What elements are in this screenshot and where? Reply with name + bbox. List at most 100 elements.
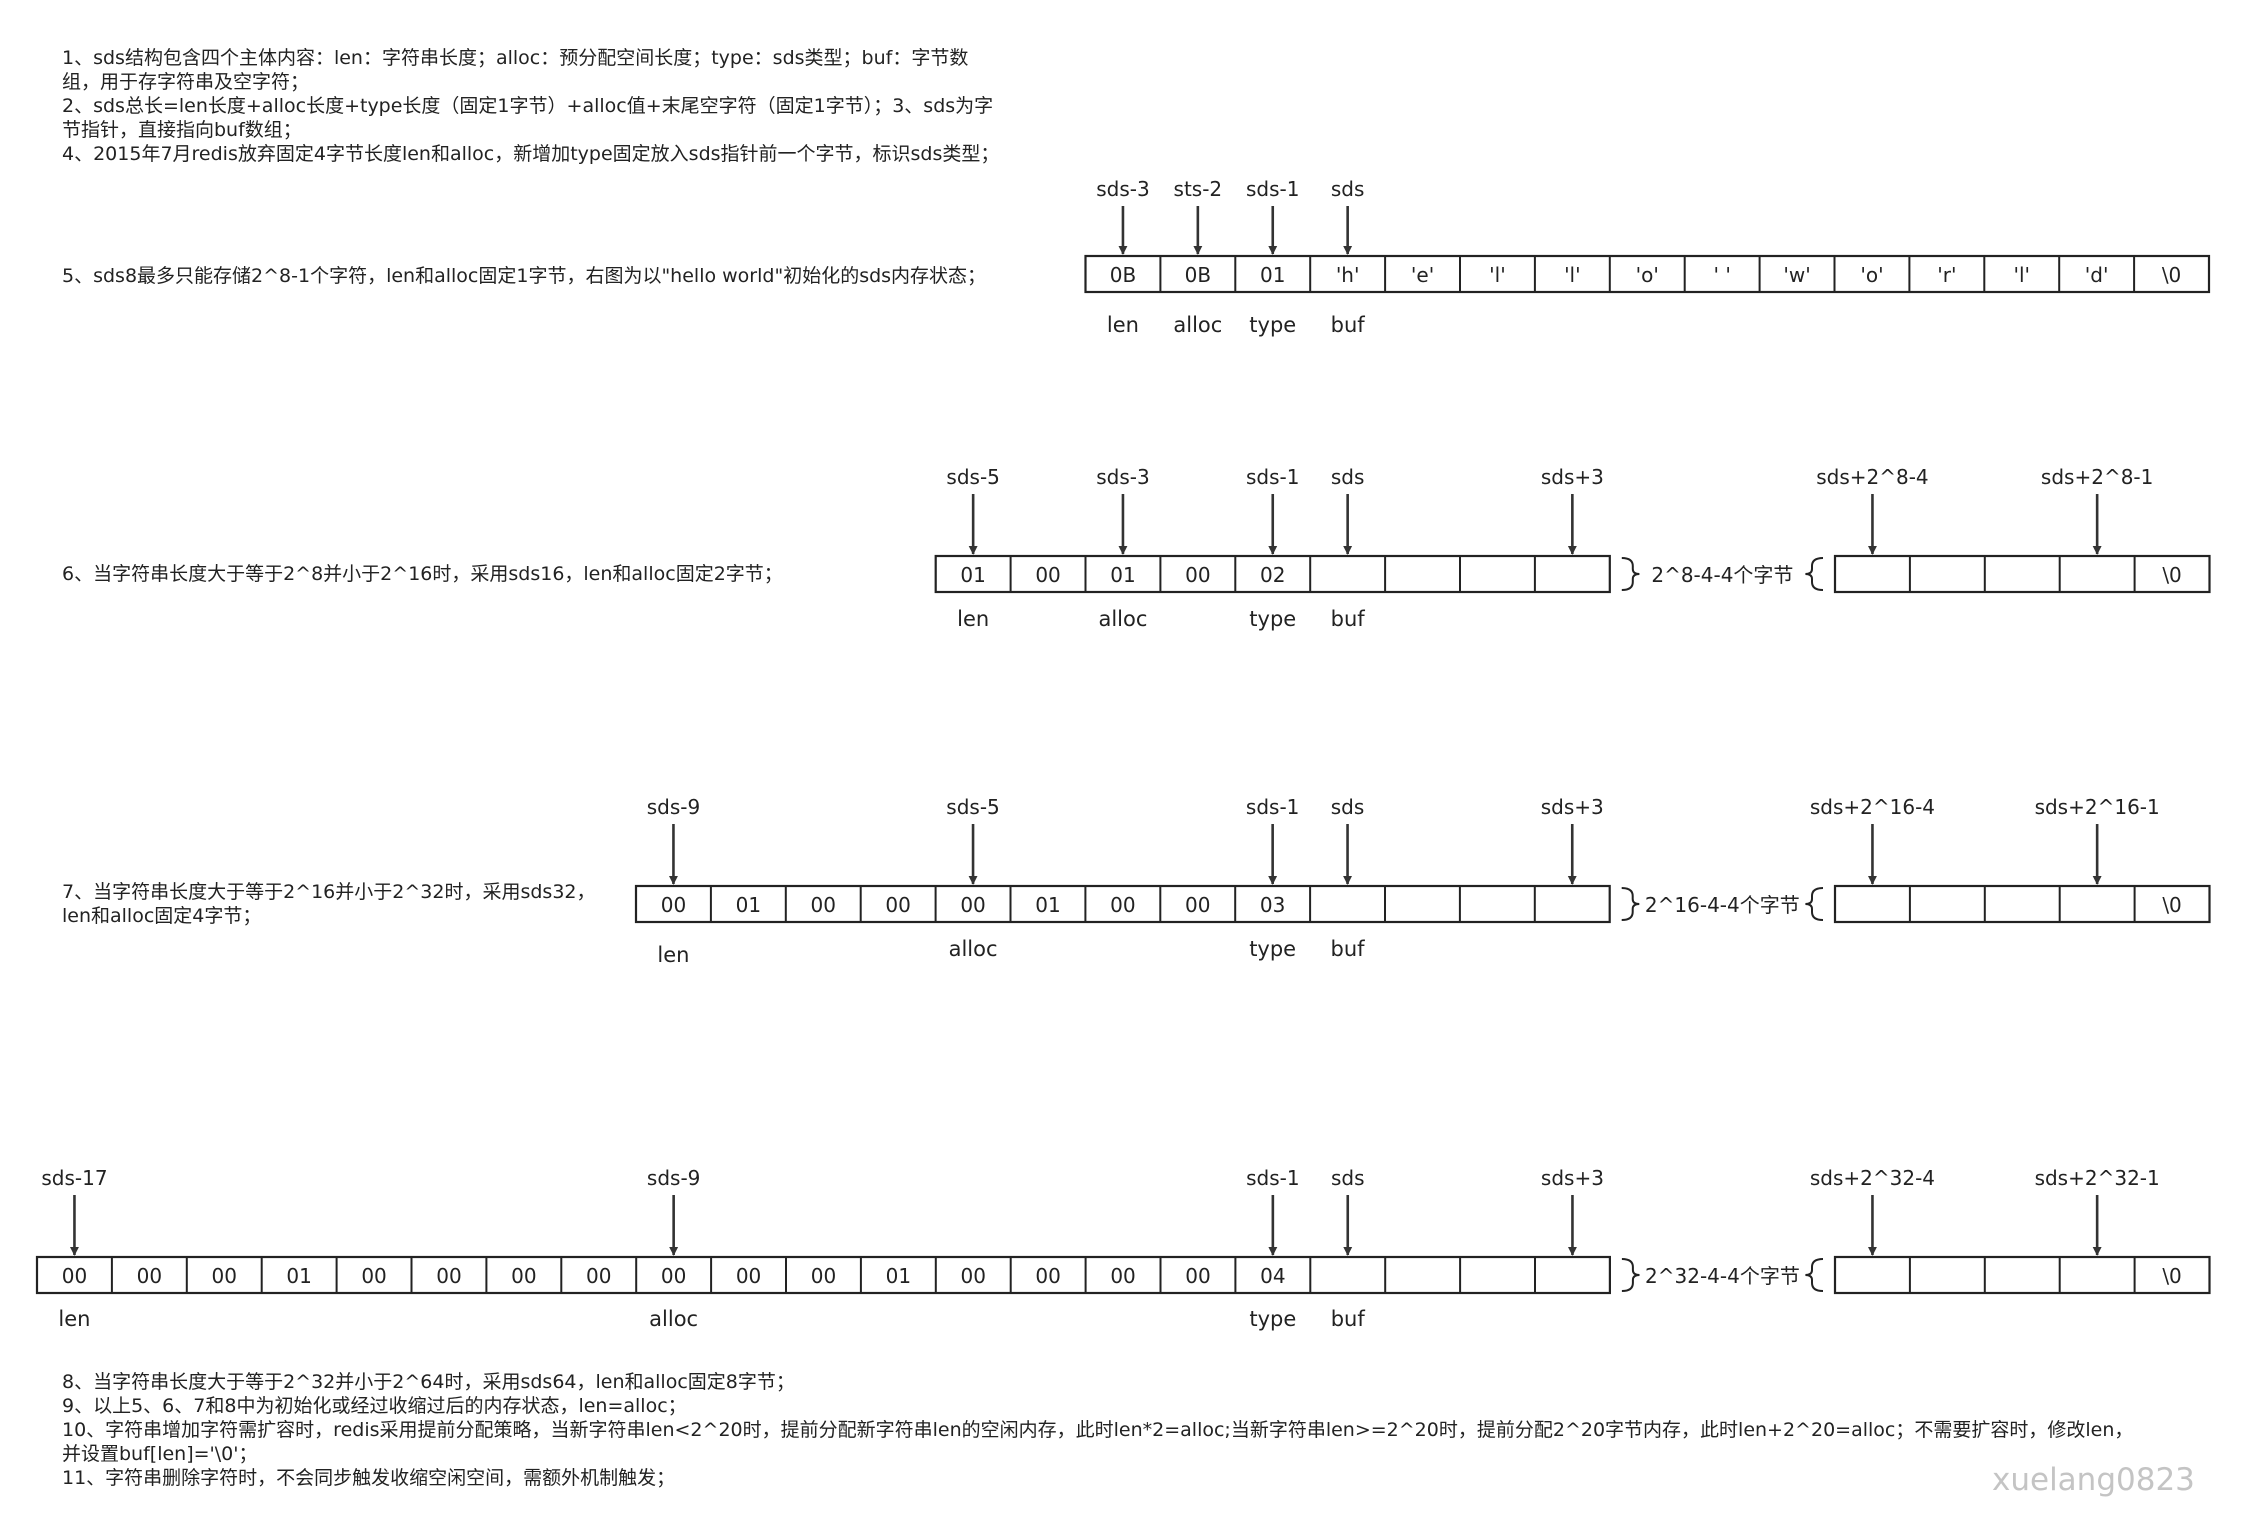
sds8-pointer-label: sds-3 (1096, 177, 1149, 201)
sds8-cell: 0B (1110, 263, 1136, 287)
sds32-pointer-label: sds+2^16-4 (1810, 795, 1935, 819)
sds32-gap-brace-left (1621, 887, 1640, 921)
sds16-gap-brace-left (1621, 557, 1640, 591)
sds64-field-label: alloc (649, 1307, 698, 1331)
sds64-cell: 00 (511, 1264, 536, 1288)
sds32-cell: 00 (1185, 893, 1210, 917)
sds64-pointer-label: sds+2^32-1 (2035, 1166, 2160, 1190)
sds32-pointer-label: sds+2^16-1 (2035, 795, 2160, 819)
sds16-pointer-label: sds+3 (1541, 465, 1604, 489)
sds64-cell: 04 (1260, 1264, 1285, 1288)
sds64-cell: 00 (961, 1264, 986, 1288)
sds8-cell: 'w' (1783, 263, 1810, 287)
sds64-pointer-label: sds+2^32-4 (1810, 1166, 1935, 1190)
sds16-field-label: len (957, 607, 989, 631)
sds16-cell: 00 (1035, 563, 1060, 587)
sds64-tail-cell: \0 (2162, 1264, 2181, 1288)
sds32-field-label: buf (1331, 937, 1366, 961)
sds16-gap-brace-right (1805, 557, 1824, 591)
sds32-gap-brace-right (1805, 887, 1824, 921)
sds32-cell: 00 (811, 893, 836, 917)
note-2: 2、sds总长=len长度+alloc长度+type长度（固定1字节）+allo… (62, 95, 994, 141)
sds64-gap-label: 2^32-4-4个字节 (1645, 1264, 1800, 1288)
sds64-frame (35, 1255, 1612, 1295)
sds16-pointer-label: sds-3 (1096, 465, 1149, 489)
sds8-pointer-label: sds-1 (1246, 177, 1299, 201)
sds8-field-label: alloc (1173, 313, 1222, 337)
sds32-pointer-label: sds+3 (1541, 795, 1604, 819)
sds32-tail-frame (1833, 884, 2211, 924)
sds8-field-label: type (1249, 313, 1296, 337)
sds64-cell: 00 (212, 1264, 237, 1288)
sds64-pointer-label: sds (1331, 1166, 1365, 1190)
sds8-cell: 'r' (1937, 263, 1956, 287)
note-10: 10、字符串增加字符需扩容时，redis采用提前分配策略，当新字符串len<2^… (62, 1419, 2134, 1465)
sds32-cell: 03 (1260, 893, 1285, 917)
sds32-frame (634, 884, 1611, 924)
sds32-pointer-label: sds-9 (647, 795, 700, 819)
sds32-cell: 00 (1110, 893, 1135, 917)
sds8-cell: 'l' (1489, 263, 1506, 287)
sds64-cell: 00 (661, 1264, 686, 1288)
sds64-pointer-label: sds+3 (1541, 1166, 1604, 1190)
sds8-cell: 01 (1260, 263, 1285, 287)
sds64-gap-brace-left (1621, 1258, 1640, 1292)
sds16-cell: 02 (1260, 563, 1285, 587)
watermark: xuelang0823 (1992, 1462, 2195, 1498)
sds32-pointer-label: sds (1331, 795, 1365, 819)
sds8-cell: 'e' (1411, 263, 1434, 287)
note-4: 4、2015年7月redis放弃固定4字节长度len和alloc，新增加type… (62, 143, 1000, 165)
note-7: 7、当字符串长度大于等于2^16并小于2^32时，采用sds32， len和al… (62, 881, 596, 927)
sds64-cell: 00 (811, 1264, 836, 1288)
sds32-field-label: alloc (949, 937, 998, 961)
note-5: 5、sds8最多只能存储2^8-1个字符，len和alloc固定1字节，右图为以… (62, 265, 987, 287)
sds16-pointer-label: sds+2^8-4 (1816, 465, 1928, 489)
sds32-cell: 01 (1035, 893, 1060, 917)
sds8-field-label: len (1107, 313, 1139, 337)
sds32-cell: 00 (885, 893, 910, 917)
sds8-field-label: buf (1331, 313, 1366, 337)
sds8-cell: \0 (2162, 263, 2181, 287)
sds8-cell: 'l' (1564, 263, 1581, 287)
sds32-pointer-label: sds-5 (946, 795, 999, 819)
sds16-cell: 01 (1110, 563, 1135, 587)
sds32-cell: 00 (960, 893, 985, 917)
sds16-cell: 00 (1185, 563, 1210, 587)
sds8-cell: 'd' (2085, 263, 2109, 287)
sds64-cell: 00 (586, 1264, 611, 1288)
sds32-gap-label: 2^16-4-4个字节 (1645, 893, 1800, 917)
sds32-field-label: type (1249, 937, 1296, 961)
sds64-field-label: len (58, 1307, 90, 1331)
note-8: 8、当字符串长度大于等于2^32并小于2^64时，采用sds64，len和all… (62, 1371, 795, 1393)
sds8-frame (1084, 254, 2211, 294)
sds16-pointer-label: sds-1 (1246, 465, 1299, 489)
sds64-field-label: type (1249, 1307, 1296, 1331)
sds64-field-label: buf (1331, 1307, 1366, 1331)
sds64-cell: 00 (361, 1264, 386, 1288)
sds8-cell: ' ' (1713, 263, 1730, 287)
sds32-cell: 00 (661, 893, 686, 917)
sds64-cell: 00 (1185, 1264, 1210, 1288)
sds16-pointer-label: sds-5 (946, 465, 999, 489)
sds16-pointer-label: sds (1331, 465, 1365, 489)
sds8-cell: 0B (1185, 263, 1211, 287)
sds16-field-label: buf (1331, 607, 1366, 631)
sds8-cell: 'o' (1636, 263, 1659, 287)
sds64-cell: 01 (886, 1264, 911, 1288)
sds32-tail-cell: \0 (2162, 893, 2181, 917)
note-11: 11、字符串删除字符时，不会同步触发收缩空闲空间，需额外机制触发； (62, 1467, 676, 1489)
sds16-frame (934, 554, 1611, 594)
sds16-cell: 01 (960, 563, 985, 587)
sds8-pointer-label: sds (1331, 177, 1365, 201)
sds8-cell: 'h' (1336, 263, 1360, 287)
sds64-cell: 00 (1035, 1264, 1060, 1288)
sds64-pointer-label: sds-9 (647, 1166, 700, 1190)
sds16-pointer-label: sds+2^8-1 (2041, 465, 2153, 489)
sds64-cell: 01 (286, 1264, 311, 1288)
sds32-pointer-label: sds-1 (1246, 795, 1299, 819)
sds8-cell: 'l' (2013, 263, 2030, 287)
sds64-gap-brace-right (1805, 1258, 1824, 1292)
sds64-tail-frame (1833, 1255, 2211, 1295)
sds64-cell: 00 (1110, 1264, 1135, 1288)
